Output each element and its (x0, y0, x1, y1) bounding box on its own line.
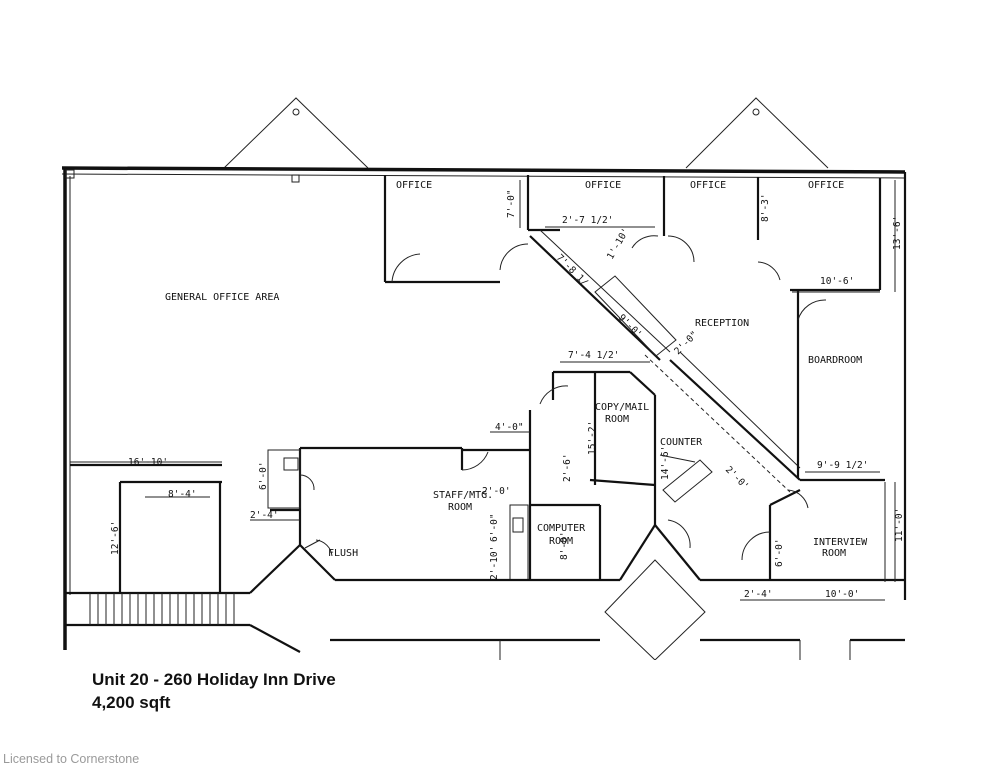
room-label-general-office: GENERAL OFFICE AREA (165, 292, 279, 303)
dim-16-10: 16'-10' (128, 457, 168, 468)
room-label-staff-room: ROOM (448, 502, 472, 513)
room-label-office-4: OFFICE (808, 180, 844, 191)
unit-address: Unit 20 - 260 Holiday Inn Drive (92, 670, 336, 689)
dim-2-0-counter: 2'-0' (723, 464, 751, 492)
dim-9-9-half: 9'-9 1/2' (817, 460, 868, 471)
dim-14-6: 14'-6' (660, 446, 671, 480)
dim-2-4-left: 2'-4' (250, 510, 279, 521)
dim-8-4: 8'-4' (168, 489, 197, 500)
dim-6-0-staff: 6'-0" (489, 513, 500, 542)
room-label-copy-mail-room: ROOM (605, 414, 629, 425)
dim-8-0: 8'-0' (559, 531, 570, 560)
license-watermark: Licensed to Cornerstone (3, 752, 140, 766)
dim-9-0: 9'-0' (616, 312, 644, 340)
exterior-walls (61, 166, 907, 650)
room-label-office-1: OFFICE (396, 180, 432, 191)
floor-plan: OFFICE OFFICE OFFICE OFFICE GENERAL OFFI… (61, 97, 907, 660)
corridor (66, 544, 905, 660)
room-label-flush: FLUSH (328, 548, 358, 559)
stair-treads (89, 593, 235, 625)
dim-10-6: 10'-6' (820, 276, 854, 287)
dimension-lines (70, 180, 885, 601)
roof-gables (223, 97, 829, 169)
room-label-copy-mail: COPY/MAIL (595, 402, 649, 413)
dim-6-0-interview: 6'-0' (774, 538, 785, 567)
room-label-boardroom: BOARDROOM (808, 355, 862, 366)
dim-7-8: 7'-8 1/ (554, 252, 590, 288)
room-label-computer-room: ROOM (549, 536, 573, 547)
reception-walls (529, 229, 885, 493)
dimension-labels: 7'-0" 2'-7 1/2' 1'-10' 8'-3' 13'-6' 10'-… (110, 189, 905, 600)
dim-6-0-left: 6'-0' (258, 461, 269, 490)
room-label-computer: COMPUTER (537, 523, 586, 534)
dim-7-0: 7'-0" (506, 189, 517, 218)
dim-1-10: 1'-10' (605, 226, 632, 261)
room-label-counter: COUNTER (660, 437, 703, 448)
staff-room-walls (267, 410, 656, 582)
dim-4-0: 4'-0" (495, 422, 524, 433)
interview-room-walls (741, 482, 896, 582)
dim-2-0-staff: 2'-0' (482, 486, 511, 497)
dim-7-4-half: 7'-4 1/2' (568, 350, 619, 361)
listing-caption: Unit 20 - 260 Holiday Inn Drive 4,200 sq… (92, 668, 336, 714)
dim-8-3: 8'-3' (760, 193, 771, 222)
room-labels: OFFICE OFFICE OFFICE OFFICE GENERAL OFFI… (165, 180, 868, 559)
dim-11-0: 11'-0' (894, 508, 905, 542)
office-walls (383, 175, 896, 292)
dim-10-0: 10'-0' (825, 589, 859, 600)
dim-2-7-half: 2'-7 1/2' (562, 215, 613, 226)
unit-area: 4,200 sqft (92, 693, 171, 712)
storage-room-walls (70, 463, 222, 592)
room-label-interview-room: ROOM (822, 548, 846, 559)
room-label-office-3: OFFICE (690, 180, 726, 191)
dim-12-6: 12'-6' (110, 521, 121, 555)
dim-2-6: 2'-6' (562, 453, 573, 482)
room-label-interview: INTERVIEW (813, 537, 868, 548)
room-label-reception: RECEPTION (695, 318, 749, 329)
dim-2-4-right: 2'-4' (744, 589, 773, 600)
room-label-staff: STAFF/MTG. (433, 490, 493, 501)
dim-2-0-reception: 2'-0" (672, 329, 700, 357)
dim-2-10: 2'-10' (489, 546, 500, 580)
dim-13-6: 13'-6' (892, 216, 903, 250)
copy-room-walls (539, 370, 905, 582)
room-label-office-2: OFFICE (585, 180, 621, 191)
dim-15-2: 15'-2' (587, 421, 598, 455)
